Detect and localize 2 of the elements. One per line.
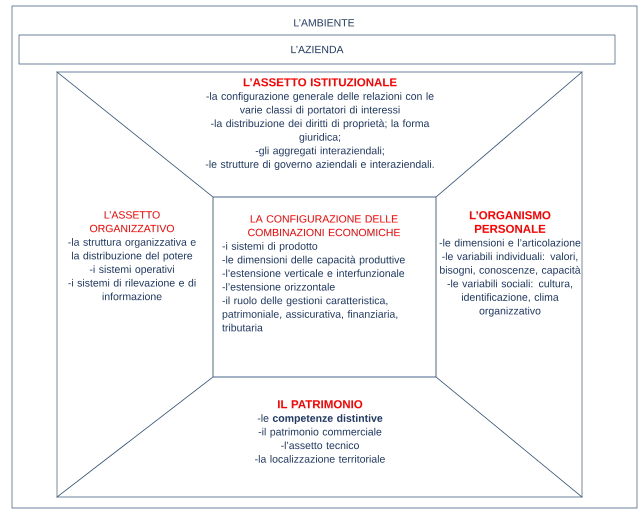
- band-box: L’AZIENDA: [18, 34, 616, 64]
- inner-box: LA CONFIGURAZIONE DELLE COMBINAZIONI ECONOMICHE -i sistemi di prodotto -le dimensioni delle capacità produttive -l’estensione verticale e interfunzionale -l’estensione orizzontale -il ruolo delle gestioni caratteristica, patrimoniale, assicurativa, finanziaria, tributaria: [212, 196, 436, 378]
